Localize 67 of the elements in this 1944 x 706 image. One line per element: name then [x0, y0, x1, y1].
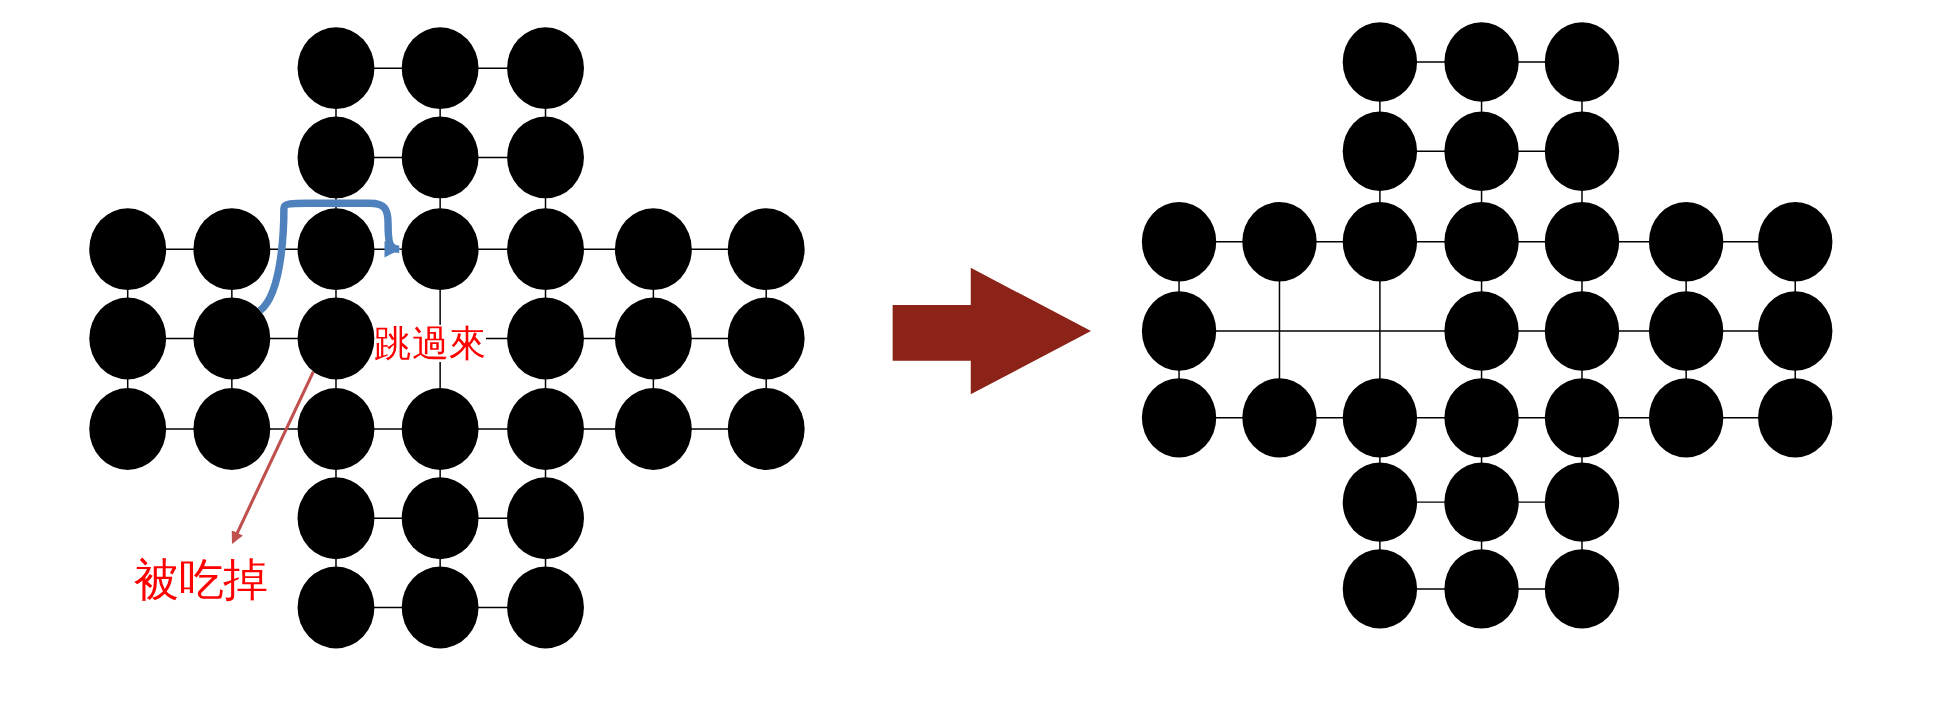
peg-circle [1342, 549, 1418, 629]
peg-circle [401, 477, 479, 560]
peg-circle [1342, 202, 1418, 282]
peg-circle [1141, 378, 1217, 458]
peg-circle [401, 116, 479, 199]
peg-circle [1544, 378, 1620, 458]
curved-arrow [257, 199, 401, 314]
peg-circle [89, 208, 167, 291]
peg-circle [1444, 202, 1519, 282]
peg-circle [1544, 291, 1620, 371]
peg-circle [1544, 111, 1620, 191]
peg-circle [507, 297, 584, 380]
peg-circle [1141, 291, 1217, 371]
peg-circle [1342, 462, 1418, 542]
peg-circle [1544, 202, 1620, 282]
peg-circle [297, 566, 375, 649]
peg-circle [1544, 549, 1620, 629]
peg-circle [507, 208, 584, 291]
peg-circle [1444, 22, 1519, 102]
peg-circle [297, 388, 375, 470]
peg-circle [297, 208, 375, 291]
peg-circle [1242, 378, 1317, 458]
peg-circle [1544, 462, 1620, 542]
peg-circle [89, 388, 167, 470]
peg-circle [89, 297, 167, 380]
peg-circle [401, 388, 479, 470]
peg-circle [507, 566, 584, 649]
peg-circle [727, 208, 805, 291]
edge-label: 跳過來 [374, 324, 486, 362]
peg-circle [727, 297, 805, 380]
peg-circle [727, 388, 805, 470]
peg-circle [1648, 378, 1724, 458]
peg-circle [1648, 291, 1724, 371]
peg-circle [507, 477, 584, 560]
peg-circle [193, 388, 271, 470]
peg-circle [1758, 378, 1833, 458]
peg-circle [297, 297, 375, 380]
peg-circle [297, 477, 375, 560]
peg-circle [1544, 22, 1620, 102]
peg-circle [1444, 111, 1519, 191]
peg-circle [1758, 291, 1833, 371]
peg-circle [1444, 462, 1519, 542]
peg-circle [507, 388, 584, 470]
peg-circle [614, 208, 692, 291]
peg-circle [1242, 202, 1317, 282]
peg-circle [401, 566, 479, 649]
peg-circle [1444, 291, 1519, 371]
peg-circle [1444, 378, 1519, 458]
peg-circle [401, 27, 479, 110]
peg-circle [1342, 378, 1418, 458]
peg-circle [193, 208, 271, 291]
peg-circle [193, 297, 271, 380]
peg-circle [297, 27, 375, 110]
peg-circle [297, 116, 375, 199]
peg-circle [1758, 202, 1833, 282]
peg-circle [1342, 111, 1418, 191]
peg-circle [614, 297, 692, 380]
peg-circle [401, 208, 479, 291]
peg-circle [1444, 549, 1519, 629]
leader-line [231, 370, 315, 545]
peg-circle [1342, 22, 1418, 102]
peg-circle [1648, 202, 1724, 282]
caption-text: 被吃掉 [133, 557, 268, 603]
peg-circle [507, 116, 584, 199]
peg-circle [1141, 202, 1217, 282]
peg-circle [507, 27, 584, 110]
peg-circle [614, 388, 692, 470]
